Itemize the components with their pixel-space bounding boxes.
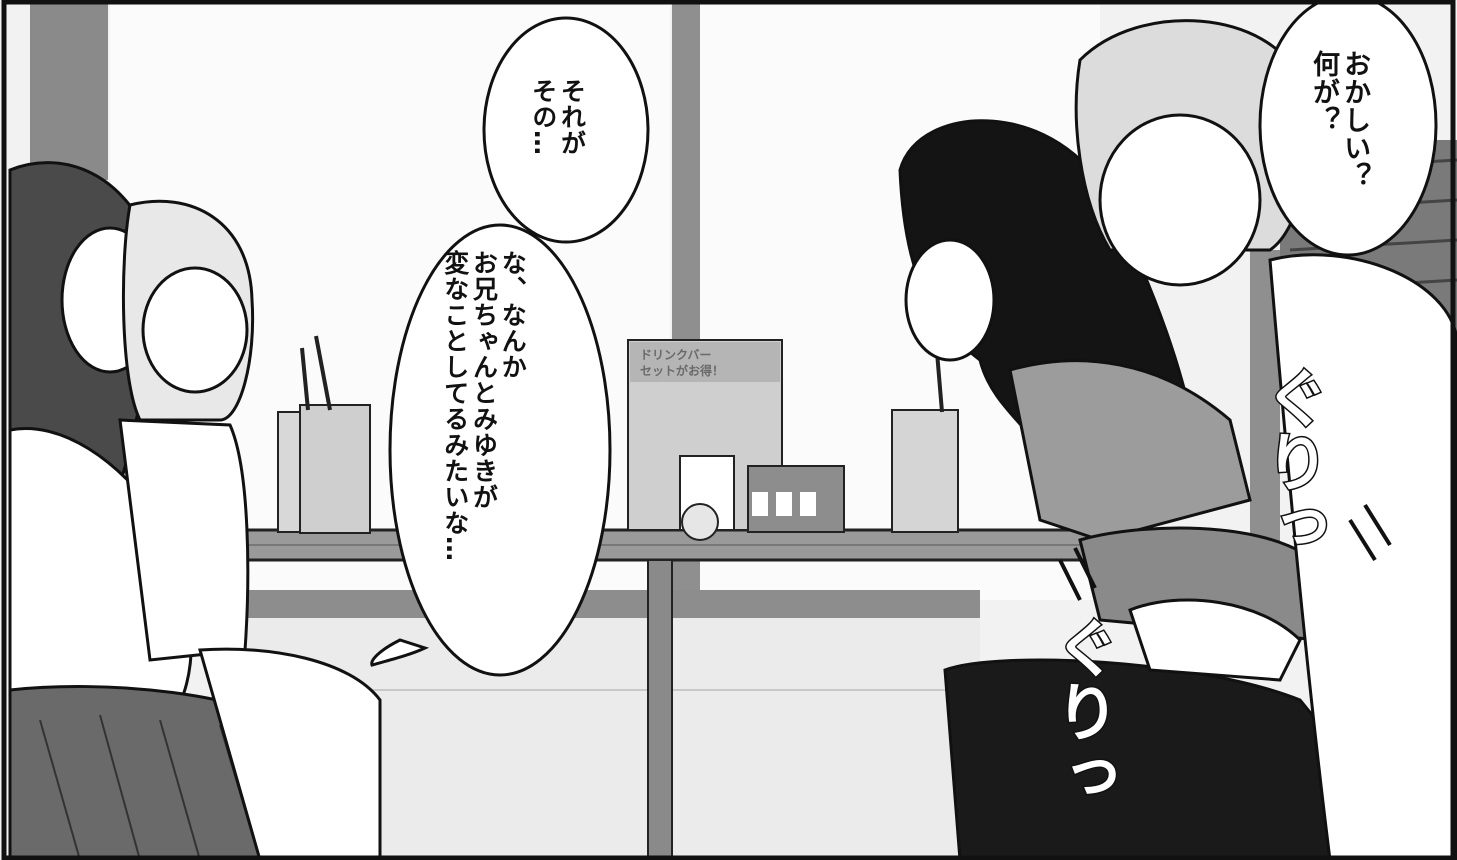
- sound-effect-upper: ぐりっ: [1253, 364, 1330, 559]
- dialogue-line: おかしい？: [1339, 50, 1371, 190]
- dialogue-line: お兄ちゃんとみゆきが: [469, 250, 499, 510]
- dialogue-line: 何が？: [1308, 50, 1340, 134]
- dialogue-line: 変なことしてるみたいな…: [440, 250, 470, 562]
- dialogue-line: な、なんか: [498, 250, 528, 380]
- dialogue-hesitant: それが その…: [528, 78, 587, 208]
- dialogue-line: その…: [528, 78, 558, 156]
- speech-bubble-question: [1258, 0, 1438, 257]
- menu-sign-line1: ドリンクバー: [640, 348, 712, 362]
- sound-effect-lower: ぐりっ: [1043, 614, 1120, 809]
- dialogue-suspicious: な、なんか お兄ちゃんとみゆきが 変なことしてるみたいな…: [440, 250, 528, 650]
- menu-sign-line2: セットがお得！: [640, 364, 725, 378]
- speech-bubble-hesitant: [482, 16, 650, 244]
- dialogue-question: おかしい？ 何が？: [1308, 50, 1370, 220]
- speech-bubble-suspicious: [370, 223, 612, 677]
- dialogue-line: それが: [557, 78, 587, 156]
